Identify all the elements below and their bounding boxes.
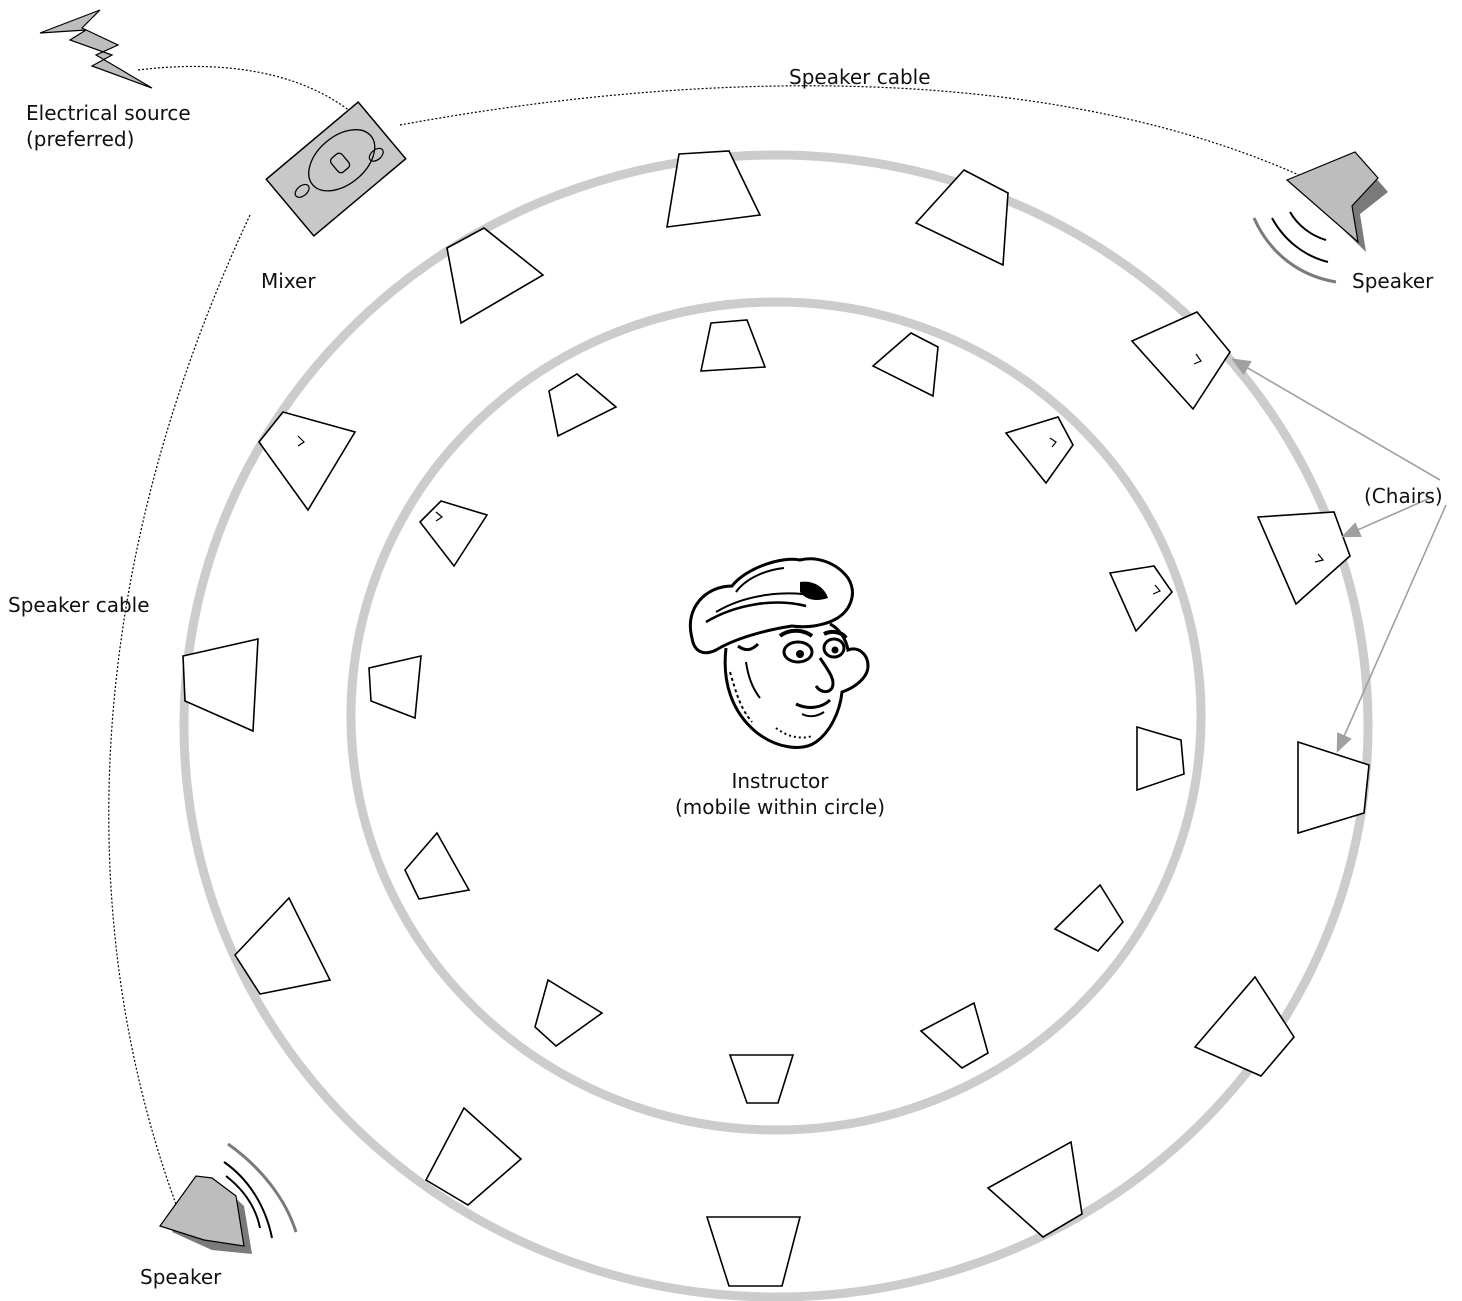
chair <box>549 374 616 436</box>
chairs-label: (Chairs) <box>1364 483 1443 509</box>
mixer-icon <box>266 102 405 236</box>
chair <box>535 980 602 1046</box>
speaker-cable-left-label: Speaker cable <box>8 592 150 618</box>
chair <box>873 333 938 396</box>
chair <box>405 833 469 899</box>
chair <box>183 639 258 731</box>
electrical-source-label: Electrical source (preferred) <box>26 100 191 152</box>
chair <box>1006 417 1073 483</box>
mixer-label: Mixer <box>261 268 316 294</box>
chair <box>988 1142 1082 1237</box>
chair <box>1195 977 1294 1076</box>
chair <box>420 501 487 566</box>
chair <box>259 412 355 510</box>
speaker-top-right-label: Speaker <box>1352 268 1433 294</box>
chair <box>369 656 421 718</box>
chair <box>707 1217 800 1286</box>
speaker-icon <box>1254 152 1388 282</box>
chair <box>667 151 760 227</box>
speaker-cable-top <box>400 86 1310 180</box>
chair <box>1110 566 1172 631</box>
chair <box>921 1003 988 1068</box>
chair <box>730 1055 793 1103</box>
chair <box>1055 885 1123 951</box>
chair <box>1132 312 1230 409</box>
instructor-face-icon <box>690 559 868 748</box>
chair <box>701 320 765 371</box>
chair <box>916 170 1008 265</box>
instructor-label: Instructor (mobile within circle) <box>630 768 930 820</box>
chair <box>1137 727 1184 790</box>
chair <box>1258 512 1350 604</box>
speaker-cable-top-label: Speaker cable <box>789 64 931 90</box>
chair <box>426 1108 521 1205</box>
chair <box>447 228 543 323</box>
speaker-icon <box>160 1144 296 1254</box>
speaker-bottom-left-label: Speaker <box>140 1264 221 1290</box>
lightning-bolt-icon <box>40 10 152 88</box>
